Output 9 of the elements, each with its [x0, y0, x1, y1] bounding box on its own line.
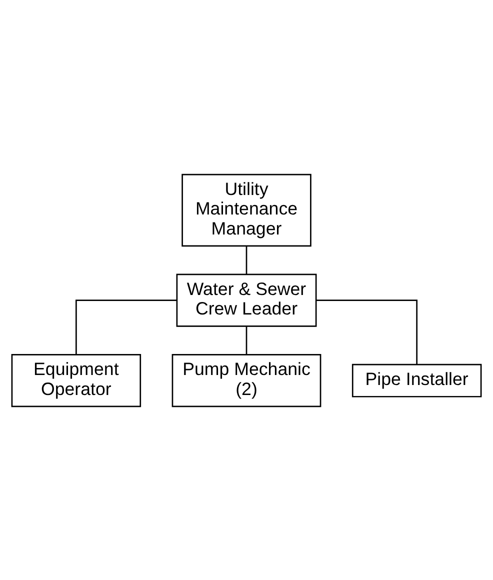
connector: [246, 246, 248, 274]
node-box: Water & Sewer Crew Leader: [176, 273, 317, 326]
connector: [246, 326, 248, 354]
connector: [76, 299, 177, 354]
node-box: Equipment Operator: [11, 354, 142, 407]
node-box: Pipe Installer: [352, 363, 482, 397]
connector: [316, 299, 418, 364]
node-box: Pump Mechanic (2): [172, 354, 322, 407]
node-box: Utility Maintenance Manager: [182, 173, 312, 246]
